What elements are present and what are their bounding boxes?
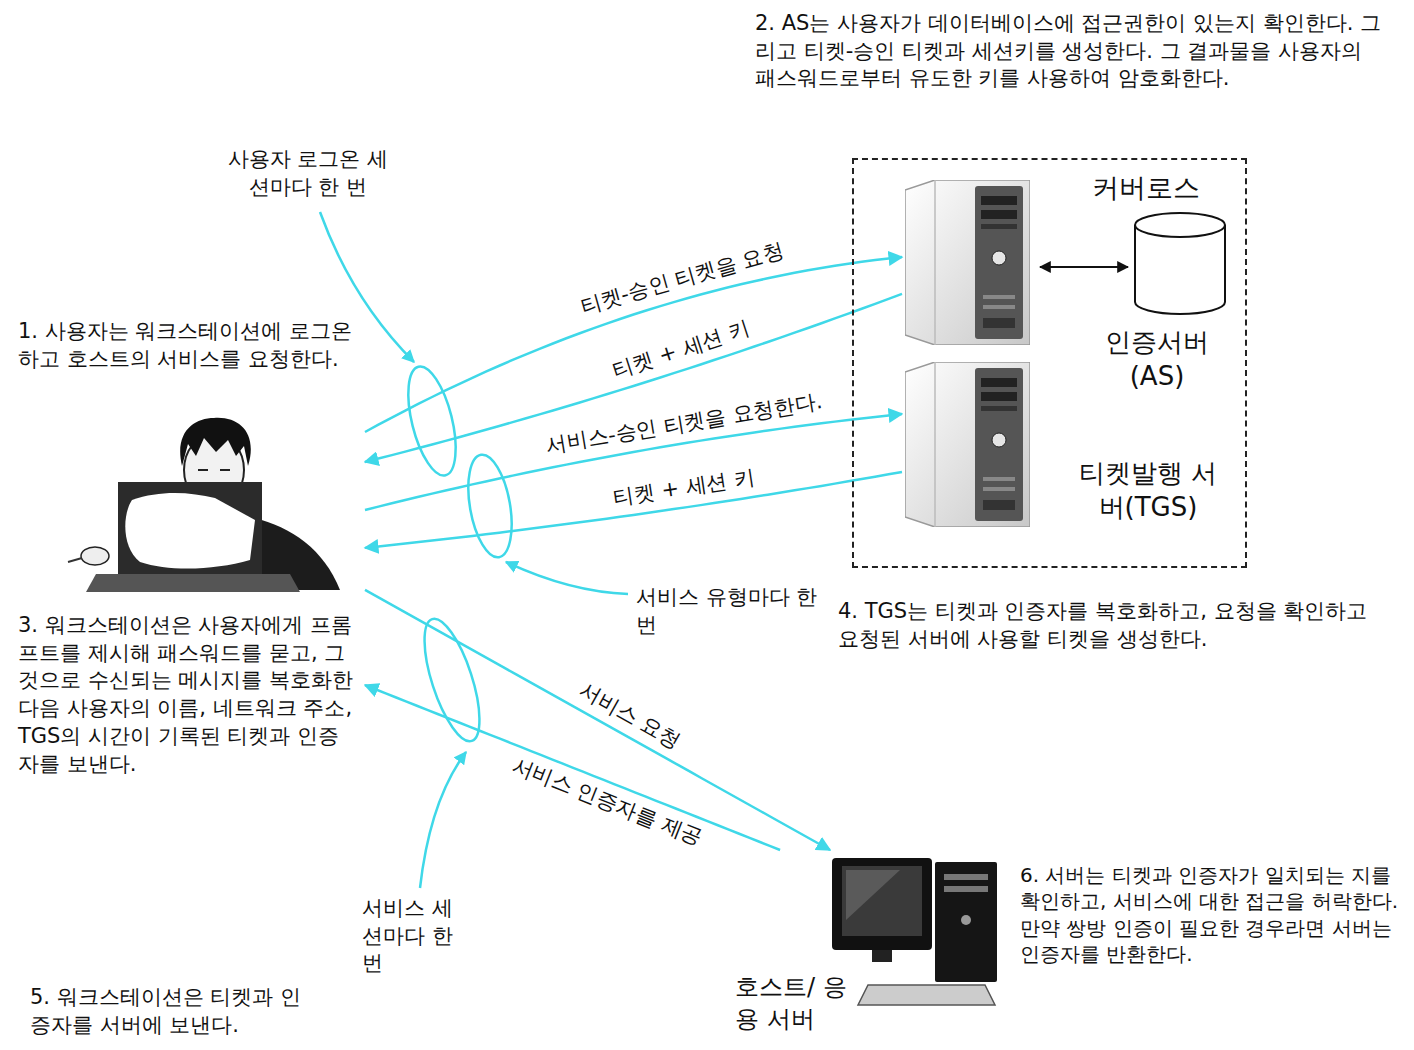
keyboard	[858, 985, 995, 1005]
leader-line	[506, 562, 628, 594]
connector-arrow	[365, 685, 780, 850]
step-note: 2. AS는 사용자가 데이터베이스에 접근권한이 있는지 확인한다. 그리고 …	[755, 10, 1385, 93]
step-note: 4. TGS는 티켓과 인증자를 복호화하고, 요청을 확인하고 요청된 서버에…	[838, 598, 1393, 653]
user-illustration	[68, 418, 340, 592]
host-illustration	[832, 858, 997, 1005]
frequency-note: 서비스 세션마다 한 번	[362, 895, 467, 978]
database-icon	[1135, 213, 1225, 314]
connector-group	[365, 257, 902, 850]
database-link	[1040, 266, 1128, 268]
node-label: 인증서버 (AS)	[1087, 325, 1227, 394]
auth-server: 인증서버 (AS)	[902, 177, 1232, 409]
node-label: 티켓발행 서버(TGS)	[1068, 456, 1228, 525]
user-hand	[81, 547, 109, 565]
database-body	[1135, 225, 1225, 314]
host-tower	[935, 862, 997, 982]
edge-label: 티켓 + 세션 키	[606, 314, 756, 386]
node-label: 커버로스	[1092, 170, 1242, 206]
step-note: 3. 워크스테이션은 사용자에게 프롬프트를 제시해 패스워드를 묻고, 그것으…	[18, 612, 356, 778]
callout-ellipse	[413, 613, 491, 747]
host-bay	[944, 886, 988, 892]
connector-arrow	[365, 294, 902, 462]
monitor-frame	[832, 858, 932, 950]
callout-ellipse	[461, 451, 518, 560]
kerberos-boundary: 커버로스인증서버 (AS) 티켓발행 서버(TGS)	[852, 158, 1247, 568]
user-hair	[180, 418, 251, 466]
edge-label: 서비스-승인 티켓을 요청한다.	[541, 387, 827, 460]
edge-label: 티켓 + 세션 키	[609, 463, 760, 512]
tgs-server-icon	[905, 362, 1030, 527]
node-label: 1. 사용자는 워크스테이션에 로그온하고 호스트의 서비스를 요청한다.	[18, 318, 358, 373]
frequency-note: 서비스 유형마다 한 번	[636, 584, 821, 639]
leader-line	[420, 752, 466, 888]
host-button	[961, 915, 971, 925]
user-eyes	[198, 469, 230, 471]
host-bay	[944, 874, 988, 880]
host-server: 호스트/ 응용 서버	[735, 850, 1005, 1045]
monitor-screen	[842, 866, 922, 936]
laptop-lid	[118, 482, 262, 574]
as-server-icon	[905, 180, 1030, 345]
ticket-granting-server: 티켓발행 서버(TGS)	[902, 360, 1232, 540]
monitor-stand	[872, 950, 892, 962]
node-label: 호스트/ 응용 서버	[735, 972, 855, 1035]
frequency-note: 사용자 로그온 세션마다 한 번	[222, 146, 394, 201]
laptop-cable	[68, 558, 82, 562]
laptop-base	[86, 574, 300, 592]
callout-ellipse	[399, 362, 465, 480]
step-note: 6. 서버는 티켓과 인증자가 일치되는 지를 확인하고, 서비스에 대한 접근…	[1020, 862, 1404, 968]
laptop-logo	[125, 493, 255, 569]
step-note: 5. 워크스테이션은 티켓과 인증자를 서버에 보낸다.	[30, 984, 320, 1039]
database-top	[1135, 213, 1225, 237]
monitor-glare	[846, 870, 900, 920]
